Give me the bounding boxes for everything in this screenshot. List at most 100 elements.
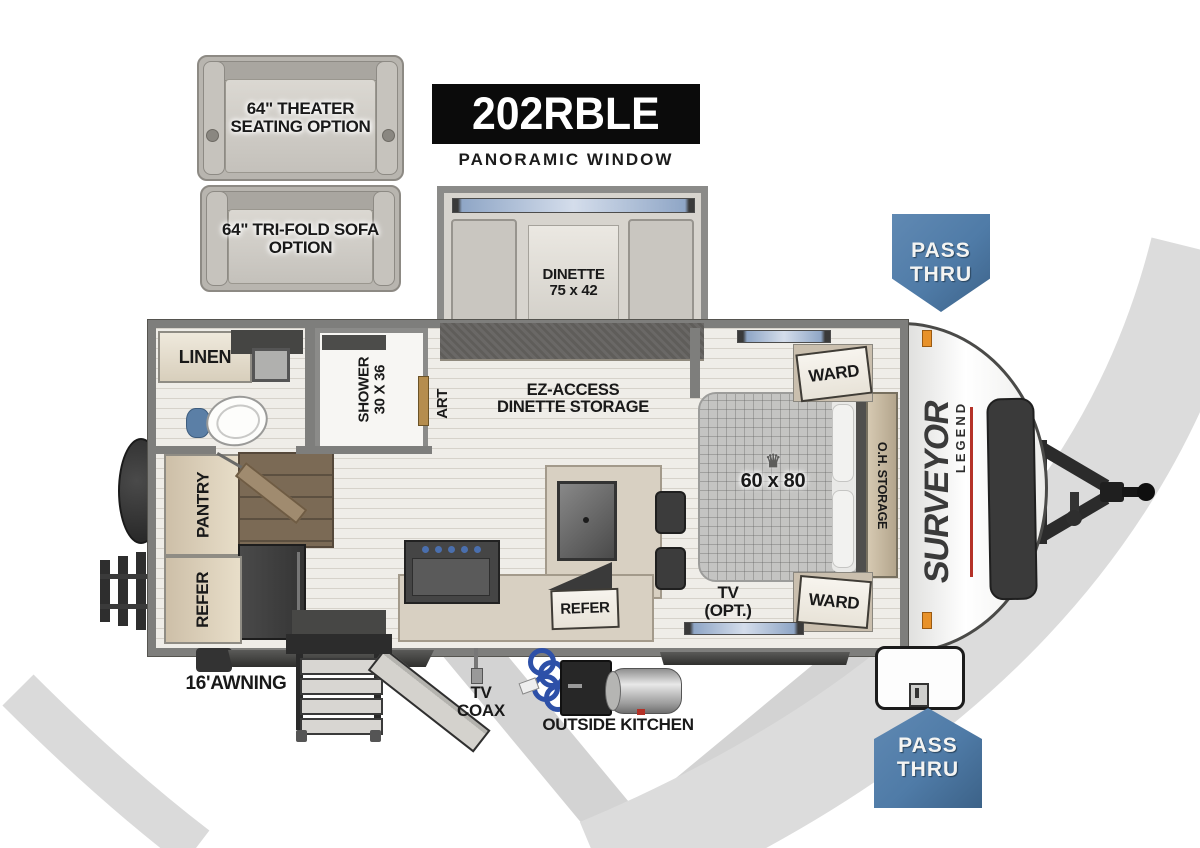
slideout-window [452, 198, 695, 213]
overhead-storage: O.H. STORAGE [866, 392, 898, 578]
bath-wall-left-segment [156, 446, 216, 454]
ward-plate-bottom: WARD [796, 574, 872, 630]
entry-door-mat [292, 610, 386, 636]
trifold-option-label: 64" TRI-FOLD SOFA OPTION [202, 187, 399, 290]
tank-cap [605, 671, 621, 711]
shower: SHOWER 30 X 36 [315, 328, 428, 452]
bedroom-window-top [737, 330, 831, 343]
brand-primary: SURVEYOR [917, 398, 956, 586]
refer-kitchen-label: REFER [560, 599, 610, 619]
cupholder-left [206, 129, 219, 142]
coax-label: TV COAX [446, 684, 516, 719]
stove [404, 540, 500, 604]
shower-label: SHOWER [354, 357, 372, 423]
overhead-storage-label: O.H. STORAGE [875, 441, 890, 529]
burner [435, 546, 442, 553]
marker-light-bottom [922, 612, 932, 629]
bar-stool-bottom [655, 547, 686, 590]
entry-door-threshold [286, 634, 392, 654]
bed: ♛ 60 x 80 [698, 392, 860, 582]
dinette-storage-label: EZ-ACCESS DINETTE STORAGE [483, 381, 663, 417]
bath-sink [252, 348, 290, 382]
tv-line1: TV [717, 583, 739, 602]
model-banner: 202RBLE [432, 84, 700, 144]
coax-cable [474, 648, 478, 670]
awning-end-cap [196, 648, 232, 672]
refer-wall-cabinet: REFER [164, 556, 242, 644]
bedroom-window-bottom [684, 622, 804, 635]
theater-option-label: 64" THEATER SEATING OPTION [199, 57, 402, 179]
coax-line2: COAX [457, 700, 505, 720]
front-cap-window [986, 397, 1038, 601]
bath-shower-wall [305, 328, 315, 452]
rear-rack-rail-top [100, 574, 152, 579]
entry-steps [296, 652, 384, 742]
bed-size-label: 60 x 80 [740, 469, 806, 492]
brand-logo: SURVEYOR LEGEND [917, 372, 977, 612]
step-foot-left [296, 730, 307, 742]
toilet-seat [213, 400, 264, 443]
refer-wall-label: REFER [193, 571, 213, 629]
dinette-storage-line2: DINETTE STORAGE [497, 398, 649, 417]
trifold-option-line2: OPTION [268, 237, 333, 257]
step-foot-right [370, 730, 381, 742]
theater-seating-option: 64" THEATER SEATING OPTION [197, 55, 404, 181]
tank-valve [637, 709, 645, 715]
trifold-option-line1: 64" TRI-FOLD SOFA [222, 219, 379, 239]
pass-thru-door [875, 646, 965, 710]
burner [461, 546, 468, 553]
tv-opt-label: TV (OPT.) [688, 584, 768, 619]
pillow-top [832, 404, 854, 482]
art-label: ART [434, 389, 452, 419]
brand-underline [970, 407, 974, 577]
ward-bottom-label: WARD [807, 589, 861, 614]
step-tread [300, 698, 383, 715]
shower-shelf [322, 335, 386, 350]
dinette-label: DINETTE [542, 266, 605, 284]
pass-thru-bottom-line2: THRU [896, 758, 960, 781]
sofa-arm-left [206, 191, 228, 286]
pass-thru-bottom-line1: PASS [898, 733, 958, 757]
outside-tank [605, 668, 682, 715]
latch-slot [915, 688, 919, 698]
dinette-size: 75 x 42 [549, 282, 598, 299]
sink-drain [583, 517, 589, 523]
coax-line1: TV [470, 683, 492, 702]
bed-crown-icon: ♛ [765, 451, 781, 471]
art-frame [418, 376, 429, 426]
fridge-handle [297, 552, 300, 630]
griddle-handle [568, 684, 582, 688]
dinette-storage-line1: EZ-ACCESS [526, 381, 620, 399]
refer-kitchen-plate: REFER [550, 587, 620, 631]
kitchen-sink [557, 481, 617, 561]
ward-top-label: WARD [807, 361, 861, 387]
pass-thru-top-line1: PASS [911, 238, 971, 262]
bedroom-wall-stub [690, 328, 700, 398]
bed-headboard [856, 392, 866, 578]
shower-size: 30 X 36 [370, 365, 388, 415]
cupholder-right [382, 129, 395, 142]
pantry-cabinet: PANTRY [164, 454, 242, 556]
sofa-arm-right [373, 191, 395, 286]
theater-option-line2: SEATING OPTION [230, 117, 371, 136]
pillow-bottom [832, 490, 854, 568]
step-stile-left [296, 652, 303, 730]
art-label-box: ART [428, 378, 458, 430]
bar-stool-top [655, 491, 686, 534]
tv-line2: (OPT.) [704, 600, 752, 620]
sofa-arm-right [376, 61, 398, 175]
model-number: 202RBLE [472, 87, 660, 139]
outside-kitchen-label: OUTSIDE KITCHEN [542, 715, 694, 734]
theater-option-line1: 64" THEATER [246, 99, 355, 119]
ward-plate-top: WARD [795, 345, 873, 403]
panoramic-window-label: PANORAMIC WINDOW [458, 150, 674, 169]
pantry-label: PANTRY [193, 471, 213, 539]
awning-label: 16'AWNING [185, 673, 287, 694]
burner [474, 546, 481, 553]
sofa-arm-left [203, 61, 225, 175]
pass-thru-top-line2: THRU [909, 263, 973, 286]
sofa-seat [228, 209, 373, 284]
pass-thru-latch [909, 683, 929, 707]
rear-rack-rail-bottom [100, 604, 152, 609]
